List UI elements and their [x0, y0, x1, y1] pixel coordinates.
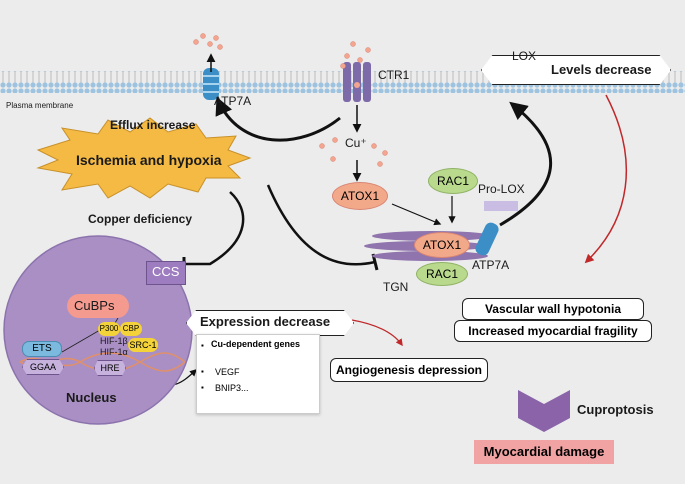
- ischemia-burst: [36, 117, 252, 199]
- gene-item: BNIP3...: [215, 383, 249, 393]
- ischemia-hypoxia-label: Ischemia and hypoxia: [76, 152, 222, 168]
- atox1-to-complex-arrow: [391, 203, 442, 226]
- ischemia-to-tgn-inhibit: [266, 184, 376, 266]
- ctr1-channel: [343, 62, 371, 102]
- atp7a-top-transporter: [203, 68, 219, 100]
- copper-deficiency-label: Copper deficiency: [88, 212, 193, 226]
- atp7a-to-lox-arrow: [499, 101, 553, 227]
- hre-element: HRE: [94, 360, 126, 376]
- vascular-hypotonia-box: Vascular wall hypotonia: [462, 298, 644, 320]
- ggaa-element: GGAA: [22, 359, 64, 375]
- rac1-complex-protein: RAC1: [416, 262, 468, 286]
- ccs-box: [146, 261, 186, 285]
- ets-factor: ETS: [22, 341, 62, 357]
- src1-factor: SRC-1: [128, 338, 158, 352]
- cbp-factor: CBP: [120, 322, 142, 336]
- lox-to-outcome-arrow: [584, 94, 628, 264]
- ctr1-label: CTR1: [378, 68, 410, 82]
- plasma-membrane-label: Plasma membrane: [6, 101, 74, 110]
- ccs-label: CCS: [152, 264, 180, 279]
- hif1a-label: HIF-1α: [100, 347, 128, 357]
- atox1-protein: ATOX1: [332, 182, 388, 210]
- angiogenesis-depression-box: Angiogenesis depression: [330, 358, 488, 382]
- pro-lox-label: Pro-LOX: [478, 182, 525, 196]
- atp7a-tgn-transporter: [475, 222, 499, 256]
- nucleus-label: Nucleus: [66, 390, 117, 405]
- cu-ion-label: Cu⁺: [345, 136, 367, 150]
- expression-to-angiogenesis-arrow: [351, 319, 403, 347]
- p300-factor: P300: [98, 322, 120, 336]
- atp7a-tgn-label: ATP7A: [472, 258, 510, 272]
- expression-decrease-label: Expression decrease: [200, 314, 331, 329]
- rac1-protein: RAC1: [428, 168, 478, 194]
- cuproptosis-label: Cuproptosis: [577, 402, 654, 417]
- efflux-increase-label: Efflux increase: [110, 118, 196, 132]
- genes-title: Cu-dependent genes: [211, 339, 301, 349]
- deficiency-to-ccs-inhibit: [184, 191, 245, 266]
- gene-item: VEGF: [215, 367, 240, 377]
- lox-hexagon: [481, 55, 671, 85]
- tgn-label: TGN: [383, 280, 409, 294]
- cu-genes-box: ▪ Cu-dependent genes ▪ VEGF ▪ BNIP3...: [196, 334, 320, 414]
- levels-decrease-label: Levels decrease: [551, 62, 652, 77]
- lox-label: LOX: [512, 49, 537, 63]
- myocardial-fragility-box: Increased myocardial fragility: [454, 320, 652, 342]
- myocardial-damage-box: Myocardial damage: [474, 440, 614, 464]
- hif1b-label: HIF-1β: [100, 336, 128, 346]
- pro-lox-block: [484, 201, 518, 211]
- cubps-label: CuBPs: [74, 298, 115, 313]
- efflux-increase-arrow: [215, 96, 341, 142]
- cubps-pill: [67, 294, 129, 318]
- cubps-to-ets-line: [61, 329, 101, 353]
- cuproptosis-chevron: [518, 390, 570, 432]
- copper-dots: [193, 33, 388, 167]
- atp7a-top-label: ATP7A: [214, 94, 252, 108]
- atox1-complex-protein: ATOX1: [414, 232, 470, 258]
